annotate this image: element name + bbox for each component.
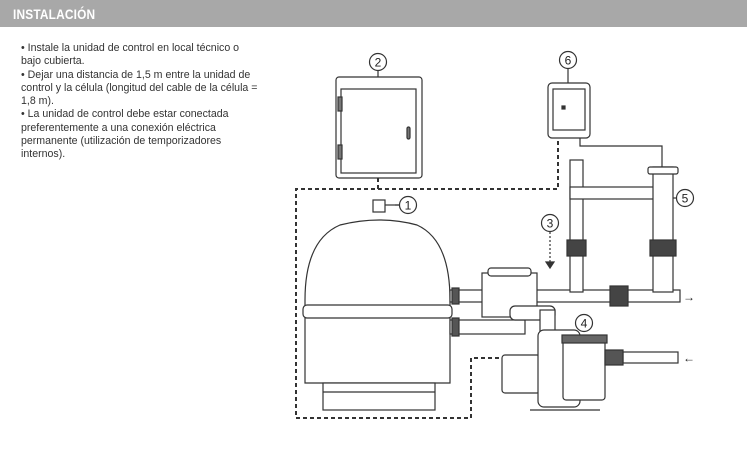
control-cabinet — [335, 71, 423, 179]
flow-out-arrow-icon: → — [683, 290, 695, 304]
callout-6: 6 — [558, 50, 578, 70]
svg-text:1: 1 — [405, 199, 412, 213]
section-header: INSTALACIÓN — [0, 0, 747, 27]
callout-2: 2 — [368, 52, 388, 72]
instruction-item: • Dejar una distancia de 1,5 m entre la … — [21, 68, 258, 108]
svg-text:3: 3 — [547, 217, 554, 231]
svg-text:2: 2 — [375, 56, 382, 70]
flow-in-arrow-icon: ← — [683, 351, 695, 365]
callout-5: 5 — [675, 188, 695, 208]
installation-instructions: • Instale la unidad de control en local … — [21, 42, 261, 162]
svg-text:4: 4 — [581, 317, 588, 331]
svg-text:5: 5 — [682, 192, 689, 206]
section-title: INSTALACIÓN — [13, 6, 96, 22]
piping — [449, 159, 681, 364]
callout-4: 4 — [574, 313, 594, 333]
pump — [501, 329, 624, 411]
callout-3: 3 — [540, 213, 560, 233]
callout-1: 1 — [398, 195, 418, 215]
sand-filter — [302, 199, 453, 411]
instruction-item: • La unidad de control debe estar conect… — [21, 108, 229, 161]
svg-text:6: 6 — [565, 54, 572, 68]
instruction-item: • Instale la unidad de control en local … — [21, 42, 240, 68]
electrolysis-unit — [547, 69, 663, 167]
dashed-wiring — [295, 138, 559, 419]
